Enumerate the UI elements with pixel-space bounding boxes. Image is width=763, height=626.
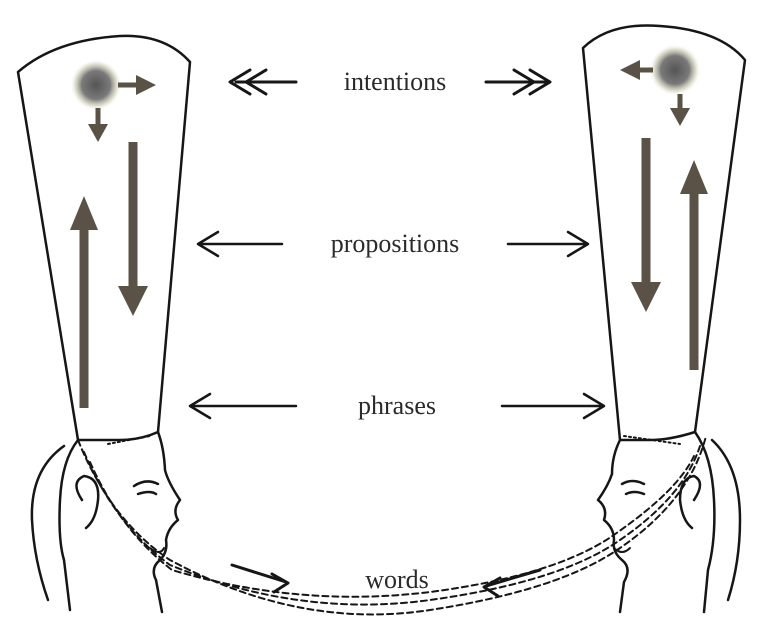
phrases-row: phrases bbox=[190, 391, 604, 420]
right-head-profile-icon bbox=[598, 432, 714, 612]
left-glow-down-arrowhead bbox=[88, 124, 108, 142]
propositions-right-arrow bbox=[508, 232, 588, 256]
propositions-row: propositions bbox=[198, 229, 588, 258]
left-glow-right-arrowhead bbox=[136, 75, 156, 95]
left-thought-glow-icon bbox=[70, 59, 122, 111]
right-figure bbox=[583, 25, 745, 612]
right-glow-left-arrowhead bbox=[620, 60, 640, 80]
words-right-small-arrow bbox=[484, 570, 540, 596]
left-ear-icon bbox=[76, 476, 98, 528]
left-figure bbox=[18, 36, 190, 612]
propositions-label: propositions bbox=[331, 229, 460, 258]
left-up-arrowhead bbox=[70, 196, 98, 230]
left-head-profile-icon bbox=[60, 432, 181, 612]
phrases-right-arrow bbox=[502, 394, 604, 418]
phrases-label: phrases bbox=[358, 391, 436, 420]
right-ear-icon bbox=[680, 476, 700, 528]
propositions-left-arrow bbox=[198, 232, 282, 256]
right-down-arrowhead bbox=[631, 282, 661, 312]
phrases-left-arrow bbox=[190, 394, 296, 418]
right-eye-icon bbox=[622, 481, 644, 494]
intentions-left-arrow bbox=[230, 70, 296, 94]
words-left-small-arrow bbox=[232, 565, 288, 592]
intentions-right-arrow bbox=[486, 70, 550, 94]
right-up-arrowhead bbox=[680, 160, 708, 194]
right-shoulder bbox=[712, 440, 740, 600]
right-thought-glow-icon bbox=[649, 44, 701, 96]
right-glow-down-arrowhead bbox=[670, 108, 690, 126]
left-down-arrowhead bbox=[118, 286, 148, 316]
left-eye-icon bbox=[134, 481, 158, 494]
intentions-label: intentions bbox=[344, 67, 447, 96]
words-label: words bbox=[365, 565, 429, 594]
intentions-row: intentions bbox=[230, 67, 550, 96]
